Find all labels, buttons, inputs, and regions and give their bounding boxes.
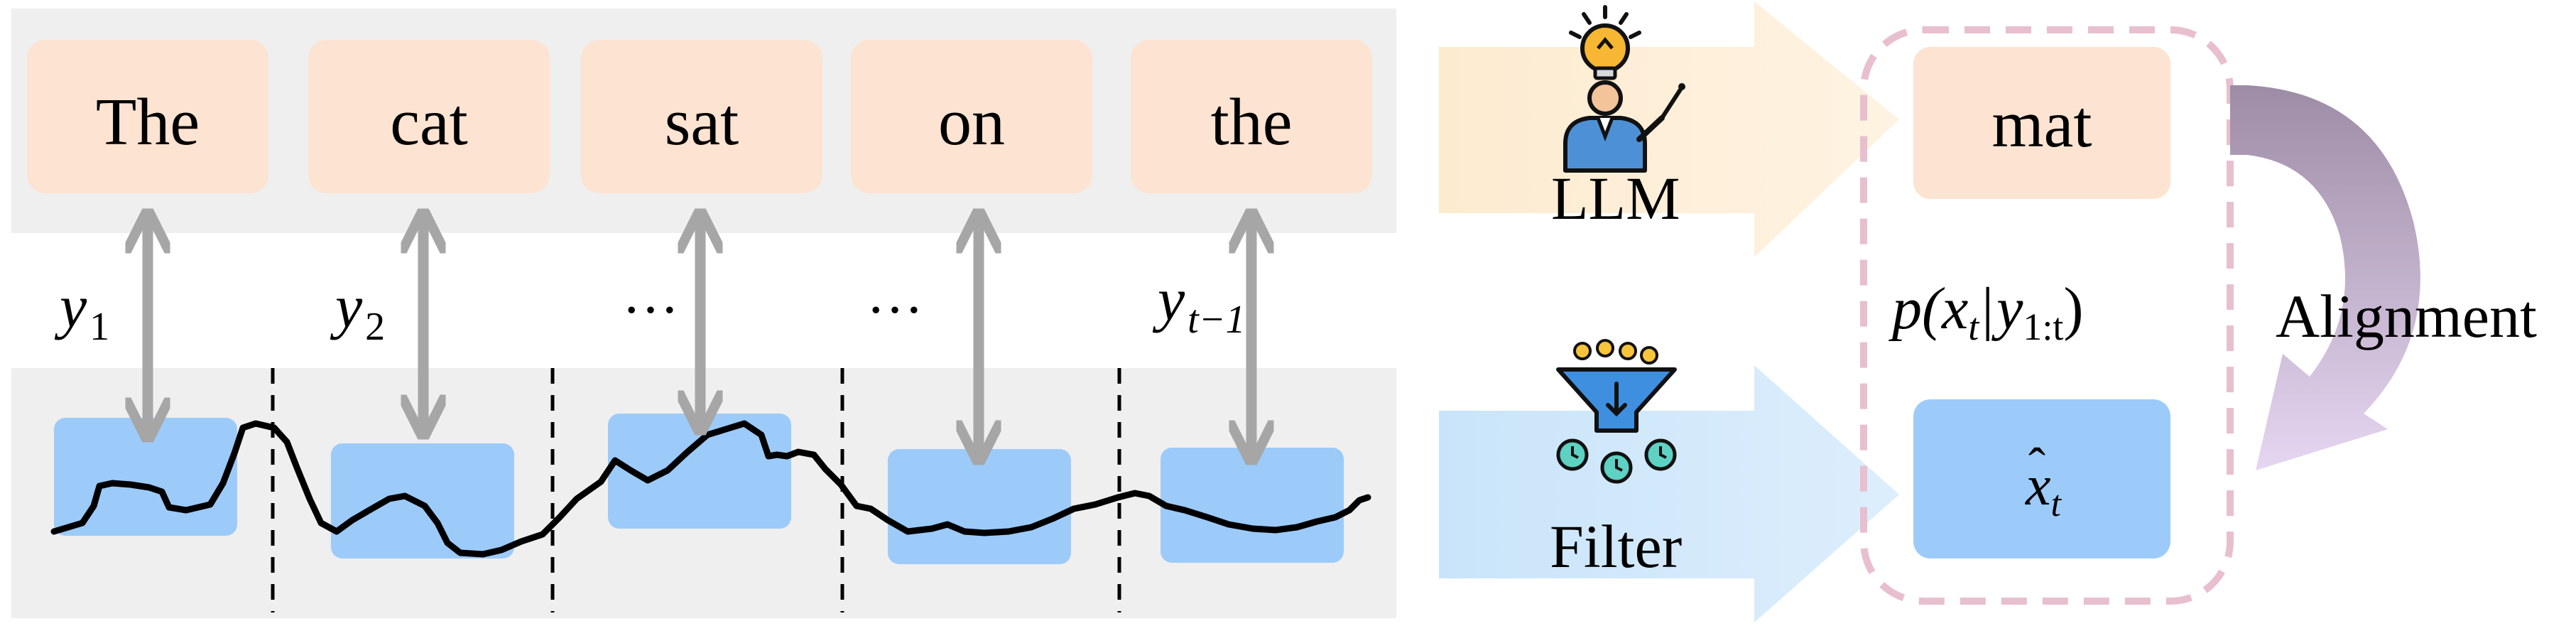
state-box [1161, 448, 1344, 563]
state-box [331, 443, 514, 558]
token-label: cat [390, 85, 468, 159]
token-label: The [96, 85, 200, 159]
funnel-filter-icon [1556, 339, 1677, 484]
state-boxes [54, 414, 1344, 564]
observation-arrows [148, 213, 1251, 460]
teacher-lightbulb-icon [1563, 5, 1685, 173]
observation-labels: y1 y2 … … yt−1 [54, 263, 1246, 349]
token-box [851, 40, 1092, 193]
token-box [27, 40, 268, 193]
predicted-token-label: mat [1992, 87, 2092, 161]
llm-arrow [1439, 1, 1899, 257]
observation-label: yt−1 [1152, 265, 1246, 342]
observation-ellipsis: … [622, 263, 679, 325]
token-labels: The cat sat on the [96, 85, 1292, 159]
observation-ellipsis: … [866, 263, 923, 325]
state-estimate-label: xt [2025, 455, 2063, 524]
filter-arrow [1439, 365, 1899, 622]
token-label: on [938, 85, 1005, 159]
observation-label: y1 [54, 272, 109, 349]
state-estimate-hat: ˆ [2028, 438, 2045, 495]
token-boxes [27, 40, 1372, 193]
token-label: the [1211, 85, 1293, 159]
time-series-curve [50, 420, 1371, 558]
observation-label: y2 [330, 272, 385, 349]
prediction-frame [1860, 26, 2234, 605]
filter-label: Filter [1550, 512, 1682, 581]
alignment-arrow [2230, 85, 2420, 470]
token-label: sat [665, 85, 739, 159]
predicted-token-box [1913, 47, 2170, 199]
state-estimate-box [1913, 399, 2170, 558]
state-box [888, 449, 1071, 564]
state-box [608, 414, 791, 529]
llm-label: LLM [1551, 164, 1680, 232]
token-box [581, 40, 822, 193]
posterior-expression: p(xt|y1:t) [1888, 276, 2083, 348]
alignment-label: Alignment [2276, 282, 2537, 350]
token-box [1131, 40, 1372, 193]
token-box [308, 40, 550, 193]
